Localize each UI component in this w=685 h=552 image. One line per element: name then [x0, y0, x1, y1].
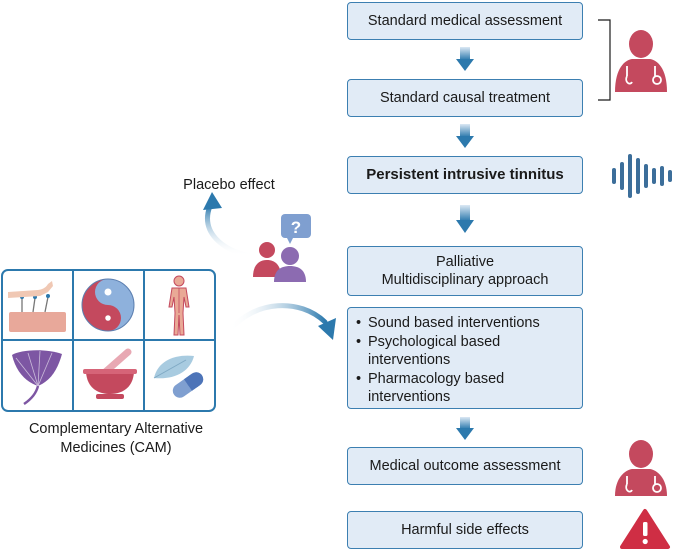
persistent-intrusive-tinnitus-label: Persistent intrusive tinnitus: [366, 166, 564, 183]
harmful-side-effects-label: Harmful side effects: [401, 522, 529, 538]
sound-wave-icon: [612, 154, 672, 198]
bracket: [598, 19, 611, 101]
list-item: Sound based interventions: [356, 314, 574, 333]
leaf-and-pill-icon: [153, 355, 204, 398]
cam-caption-line1: Complementary Alternative: [28, 421, 204, 437]
down-arrow: [456, 205, 474, 233]
list-item: Psychological based interventions: [356, 333, 574, 370]
placebo-effect-label: Placebo effect: [183, 177, 275, 193]
standard-causal-treatment-box: Standard causal treatment: [347, 79, 583, 117]
list-item: Pharmacology based interventions: [356, 370, 574, 407]
standard-medical-assessment-box: Standard medical assessment: [347, 2, 583, 40]
mortar-pestle-icon: [83, 348, 137, 399]
standard-causal-treatment-label: Standard causal treatment: [379, 90, 551, 106]
down-arrow: [456, 47, 474, 71]
doctor-icon: [615, 30, 667, 92]
human-body-icon: [168, 275, 190, 336]
acupuncture-icon: [8, 281, 66, 332]
interventions-list: Sound based interventions Psychological …: [356, 314, 574, 407]
palliative-approach-box: Palliative Multidisciplinary approach: [347, 246, 583, 296]
medical-outcome-assessment-box: Medical outcome assessment: [347, 447, 583, 485]
cam-caption-line2: Medicines (CAM): [60, 440, 172, 456]
standard-medical-assessment-label: Standard medical assessment: [367, 13, 563, 29]
interventions-box: Sound based interventions Psychological …: [347, 307, 583, 409]
question-mark-text: ?: [291, 218, 301, 237]
harmful-side-effects-box: Harmful side effects: [347, 511, 583, 549]
yin-yang-icon: [81, 278, 135, 332]
cam-caption: Complementary Alternative Medicines (CAM…: [0, 420, 232, 458]
multidisciplinary-approach-label: Multidisciplinary approach: [381, 272, 549, 288]
placebo-curved-arrow: [203, 192, 253, 259]
medical-outcome-assessment-label: Medical outcome assessment: [369, 458, 561, 474]
down-arrow: [456, 417, 474, 440]
ginkgo-leaf-icon: [12, 350, 62, 406]
cam-curved-arrow: [227, 303, 336, 340]
persistent-intrusive-tinnitus-box: Persistent intrusive tinnitus: [347, 156, 583, 194]
down-arrow: [456, 124, 474, 148]
palliative-label: Palliative: [435, 254, 495, 270]
people-question-icon: ?: [253, 214, 311, 282]
doctor-icon: [615, 440, 667, 496]
warning-icon: [620, 509, 670, 549]
